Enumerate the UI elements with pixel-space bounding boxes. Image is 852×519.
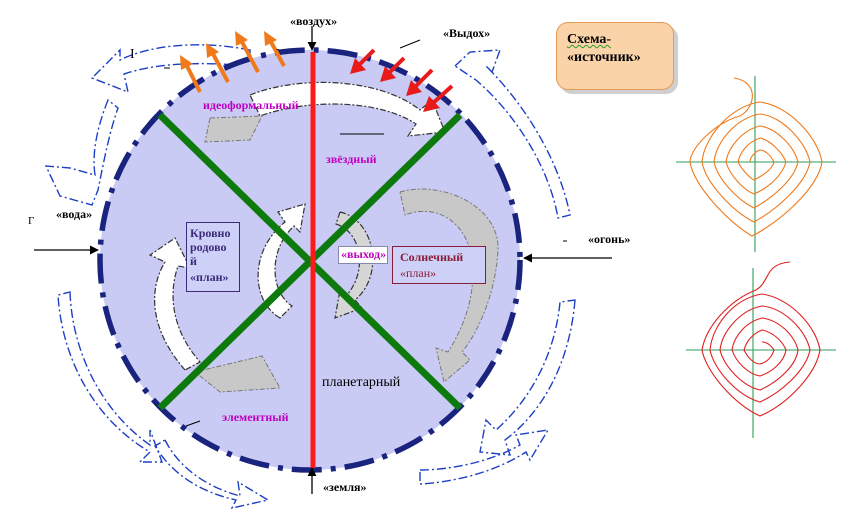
label-ideoformal-plane: идеоформальный [203, 98, 299, 112]
outflow-arrow-4 [264, 31, 286, 67]
solar-plan-box [392, 246, 486, 284]
inflow-arrows [350, 48, 454, 112]
title-text: Схема- «источник» [567, 31, 641, 67]
cycle-arrow-left-lower [57, 291, 164, 463]
cycle-arrows [44, 44, 576, 510]
exit-label-box [338, 246, 388, 264]
cycle-arrow-top-right [453, 49, 571, 219]
dash-mark: - [276, 43, 280, 55]
grey-blades [193, 115, 499, 393]
label-fire: «огонь» [588, 232, 631, 246]
title-line-1: Схема- [567, 32, 612, 47]
blade-right [399, 188, 499, 383]
spiral-bottom-curve [701, 261, 821, 417]
blood-kin-plan-box [186, 222, 240, 292]
swirl-center-left [257, 203, 306, 319]
label-element-plane: элементный [222, 410, 289, 424]
label-earth: «земля» [323, 480, 367, 494]
direction-arrows [34, 26, 612, 494]
inflow-arrow-1 [350, 48, 376, 74]
outflow-arrow-1 [180, 55, 202, 93]
text-cursor-mark: I [130, 47, 135, 62]
blade-top [204, 115, 263, 143]
blood-kin-plan-line-3: й [190, 254, 197, 268]
blood-kin-plan-line-4: «план» [190, 270, 229, 284]
solar-plan-line-1: Солнечный [400, 250, 464, 264]
swirl-center-right [334, 211, 374, 319]
label-exit: «Выдох» [443, 26, 491, 40]
outflow-arrow-2 [206, 43, 230, 83]
spiral-bottom [686, 261, 836, 438]
swirl-left [148, 237, 201, 371]
cycle-arrow-left-upper [44, 98, 119, 206]
diagonal-ne-sw [157, 112, 463, 411]
inflow-arrow-3 [406, 68, 434, 96]
blood-kin-plan-line-1: Кровно [190, 226, 231, 240]
diagonals [157, 112, 463, 411]
outflow-arrows [180, 31, 286, 93]
cycle-arrow-bottom-right [419, 429, 550, 485]
inflow-arrow-4 [423, 84, 454, 112]
blade-bottom [193, 355, 281, 393]
spiral-top-curve [689, 77, 823, 237]
cycle-arrow-top-left [90, 44, 251, 94]
title-callout: Схема- «источник» [556, 22, 674, 90]
left-hook-mark: Г [28, 215, 35, 227]
spiral-top [676, 76, 836, 252]
label-star-plane: звёздный [326, 152, 377, 166]
solar-plan-line-2: «план» [400, 266, 437, 280]
label-air: «воздух» [290, 14, 338, 28]
label-water: «вода» [56, 207, 93, 221]
minor-strokes [164, 39, 567, 427]
outflow-arrow-3 [235, 31, 260, 73]
title-line-2: «источник» [567, 50, 641, 65]
blood-kin-plan-line-2: родово [190, 240, 227, 254]
cycle-arrow-bottom-left [154, 439, 270, 510]
label-planetary-plane: планетарный [322, 375, 401, 390]
inflow-arrow-2 [380, 56, 406, 82]
label-exit-center: «выход» [341, 247, 387, 261]
cycle-arrow-right-lower [479, 299, 576, 456]
